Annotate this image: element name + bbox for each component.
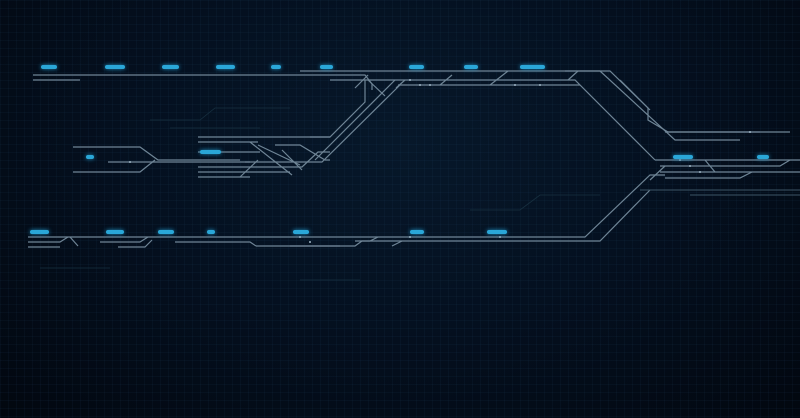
station-badge-s13 — [757, 155, 769, 159]
station-badge-s2 — [105, 65, 125, 69]
upper-main-line — [33, 70, 790, 161]
station-badge-s17 — [207, 230, 215, 234]
lower-main-line — [28, 174, 665, 248]
right-junction — [640, 159, 800, 196]
station-badge-s10 — [86, 155, 94, 159]
signal-markers — [129, 79, 751, 243]
faint-traces — [40, 107, 600, 281]
station-badge-s12 — [673, 155, 693, 159]
station-badge-s6 — [320, 65, 333, 69]
middle-yard — [73, 136, 330, 178]
station-badge-s14 — [30, 230, 49, 234]
station-badge-s4 — [216, 65, 235, 69]
station-badge-s20 — [487, 230, 507, 234]
station-badge-s9 — [520, 65, 545, 69]
station-badge-s16 — [158, 230, 174, 234]
station-badge-s11 — [200, 150, 221, 154]
station-badge-s1 — [41, 65, 57, 69]
station-badge-s7 — [409, 65, 424, 69]
station-badge-s5 — [271, 65, 281, 69]
station-badge-s15 — [106, 230, 124, 234]
station-badge-s8 — [464, 65, 478, 69]
station-badge-s19 — [410, 230, 424, 234]
station-badge-s3 — [162, 65, 179, 69]
station-badge-s18 — [293, 230, 309, 234]
